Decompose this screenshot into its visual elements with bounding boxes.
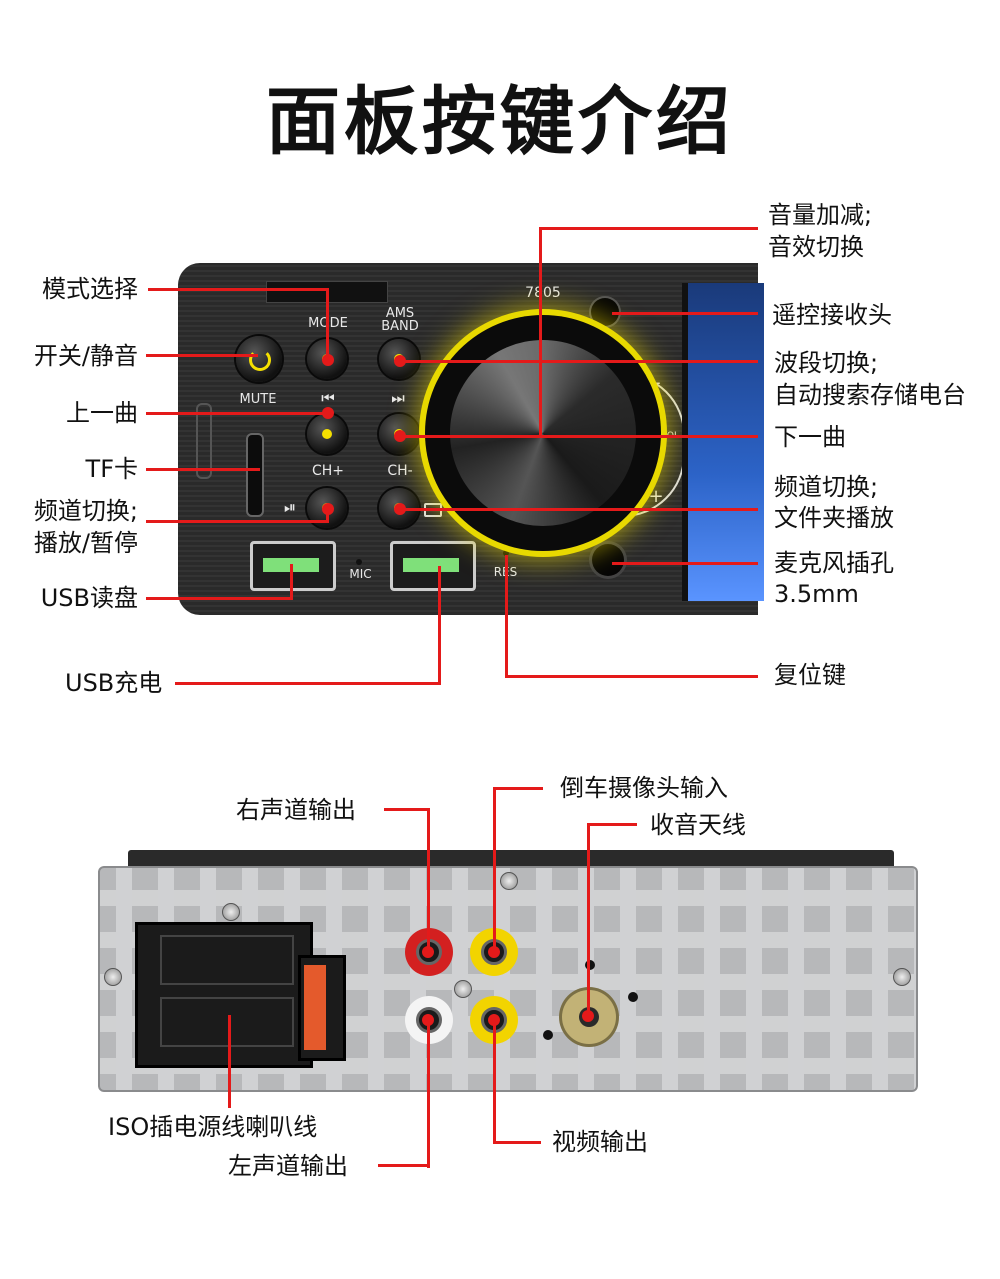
power-icon bbox=[249, 349, 271, 371]
page-title: 面板按键介绍 bbox=[266, 79, 734, 165]
play-pause-icon: ⏯ bbox=[283, 498, 296, 516]
label-volume-2: 音效切换 bbox=[768, 233, 864, 261]
fuse bbox=[304, 965, 326, 1050]
ch-minus-label: CH- bbox=[387, 463, 413, 479]
label-channel-folder-1: 频道切换; bbox=[774, 473, 879, 501]
label-band-switch-2: 自动搜索存储电台 bbox=[774, 381, 966, 409]
label-channel-play-2: 播放/暂停 bbox=[33, 529, 138, 557]
usb-read-port[interactable] bbox=[250, 541, 336, 591]
front-panel: 7805 MODE AMS BAND MUTE ⏮ ⏭ CH+ CH- ⏯ MI… bbox=[178, 263, 758, 615]
screw-icon bbox=[104, 968, 122, 986]
label-reverse-cam: 倒车摄像头输入 bbox=[560, 774, 728, 802]
prev-icon: ⏮ bbox=[321, 389, 335, 407]
volume-knob[interactable] bbox=[450, 340, 636, 526]
label-channel-play-1: 频道切换; bbox=[33, 497, 138, 525]
label-left-out: 左声道输出 bbox=[228, 1152, 348, 1180]
next-icon: ⏭ bbox=[391, 389, 405, 407]
label-mic-jack-2: 3.5mm bbox=[774, 580, 859, 608]
chassis-hole bbox=[628, 992, 638, 1002]
label-prev-track: 上一曲 bbox=[66, 399, 138, 427]
label-video-out: 视频输出 bbox=[552, 1128, 648, 1156]
label-reset: 复位键 bbox=[774, 661, 846, 689]
label-mode-select: 模式选择 bbox=[42, 275, 138, 303]
screw-icon bbox=[893, 968, 911, 986]
iso-connector bbox=[135, 922, 313, 1068]
chassis-hole bbox=[543, 1030, 553, 1040]
tf-card-slot[interactable] bbox=[246, 433, 264, 517]
band-label: BAND bbox=[381, 319, 419, 334]
label-remote-receiver: 遥控接收头 bbox=[772, 301, 892, 329]
ams-label: AMS bbox=[385, 306, 415, 321]
label-mic-jack-1: 麦克风插孔 bbox=[774, 549, 894, 577]
model-label: 7805 bbox=[525, 285, 561, 301]
label-antenna: 收音天线 bbox=[650, 811, 746, 839]
label-channel-folder-2: 文件夹播放 bbox=[774, 504, 894, 532]
screw-icon bbox=[454, 980, 472, 998]
mic-hole bbox=[356, 559, 362, 565]
label-band-switch-1: 波段切换; bbox=[774, 349, 879, 377]
label-next-track: 下一曲 bbox=[774, 423, 846, 451]
label-usb-charge: USB充电 bbox=[65, 669, 163, 697]
usb-charge-port[interactable] bbox=[390, 541, 476, 591]
side-slot bbox=[196, 403, 212, 479]
label-power-mute: 开关/静音 bbox=[33, 342, 138, 370]
label-iso: ISO插电源线喇叭线 bbox=[108, 1113, 318, 1141]
mic-label: MIC bbox=[349, 567, 372, 581]
screw-icon bbox=[500, 872, 518, 890]
ch-plus-label: CH+ bbox=[311, 463, 345, 479]
screw-icon bbox=[222, 903, 240, 921]
label-tf-card: TF卡 bbox=[85, 455, 138, 483]
display-screen bbox=[682, 283, 764, 601]
mute-label: MUTE bbox=[239, 392, 277, 407]
reset-hole[interactable] bbox=[503, 550, 509, 556]
prev-button[interactable] bbox=[307, 414, 347, 454]
power-button[interactable] bbox=[236, 336, 282, 382]
chassis-top-edge bbox=[128, 850, 894, 866]
chassis-hole bbox=[585, 960, 595, 970]
label-volume-1: 音量加减; bbox=[768, 201, 873, 229]
label-right-out: 右声道输出 bbox=[236, 796, 356, 824]
label-usb-read: USB读盘 bbox=[40, 584, 138, 612]
mic-jack[interactable] bbox=[592, 544, 624, 576]
